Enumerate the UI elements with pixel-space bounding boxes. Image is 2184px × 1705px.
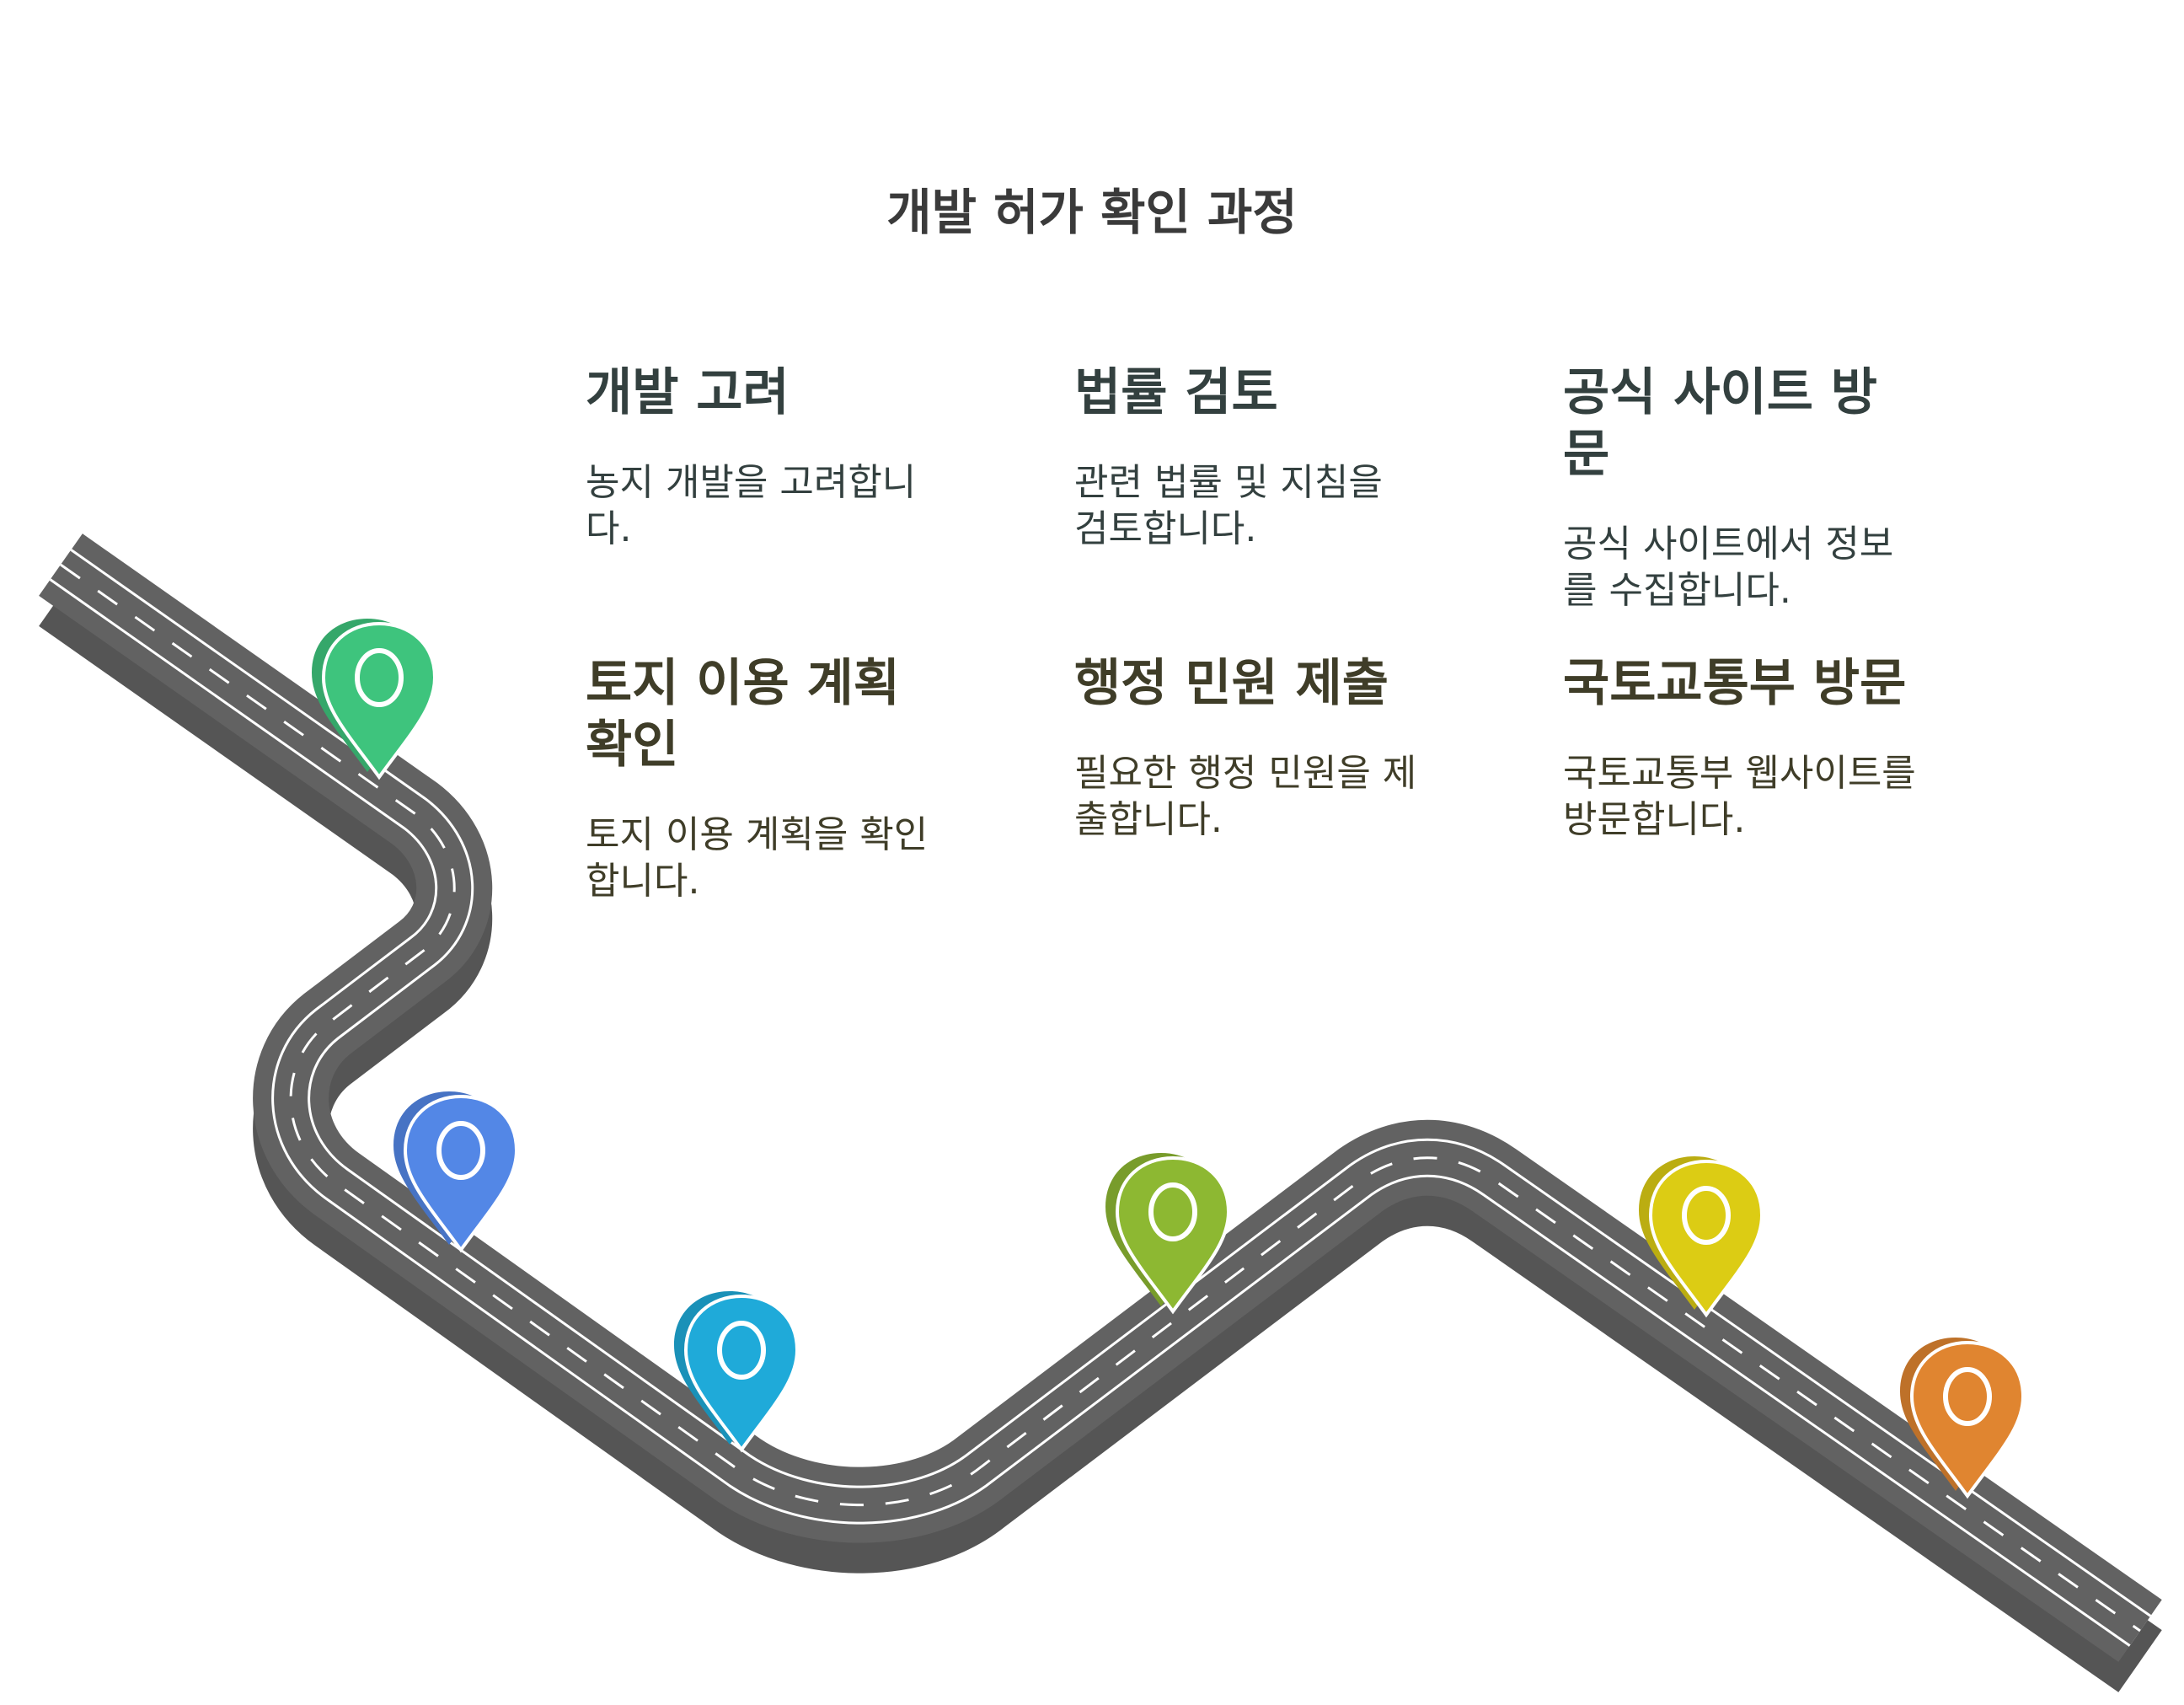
step-heading: 법률 검토	[1074, 363, 1278, 422]
step-law: 법률 검토 관련 법률 및 지침을 검토합니다.	[1074, 362, 1428, 552]
map-pin-ring	[436, 1121, 485, 1180]
map-pin-ring	[1943, 1367, 1992, 1426]
map-pin-ring	[355, 648, 404, 707]
map-pin-icon	[1639, 1156, 1764, 1318]
step-heading: 토지 이용 계획 확인	[586, 654, 900, 775]
step-heading: 국토교통부 방문	[1563, 654, 1907, 713]
step-description: 토지 이용 계획을 확인합니다.	[586, 813, 929, 903]
step-heading: 개발 고려	[586, 363, 790, 422]
step-description: 농지 개발을 고려합니다.	[586, 461, 917, 551]
map-pin-icon	[312, 619, 437, 780]
step-petition: 행정 민원 제출 필요한 행정 민원을 제출합니다.	[1074, 653, 1428, 843]
map-pin-ring	[1682, 1186, 1731, 1245]
step-site: 공식 사이트 방문 공식 사이트에서 정보를 수집합니다.	[1563, 362, 1917, 614]
step-description: 필요한 행정 민원을 제출합니다.	[1074, 752, 1417, 842]
map-pin-icon	[393, 1091, 519, 1253]
map-pin-icon	[1105, 1153, 1231, 1315]
map-pin-ring	[1148, 1182, 1197, 1241]
map-pin-body	[1115, 1155, 1231, 1315]
map-pin-icon	[1900, 1338, 2026, 1499]
map-pin-body	[683, 1294, 800, 1453]
map-pin-body	[321, 621, 437, 780]
map-pin-body	[403, 1094, 519, 1253]
step-description: 국토교통부 웹사이트를 방문합니다.	[1563, 752, 1916, 842]
map-pin-body	[1909, 1340, 2026, 1499]
step-landuse: 토지 이용 계획 확인 토지 이용 계획을 확인합니다.	[586, 653, 939, 904]
step-ministry: 국토교통부 방문 국토교통부 웹사이트를 방문합니다.	[1563, 653, 1917, 843]
step-description: 공식 사이트에서 정보를 수집합니다.	[1563, 523, 1894, 613]
map-pin-body	[1648, 1159, 1764, 1318]
step-heading: 행정 민원 제출	[1074, 654, 1389, 713]
step-heading: 공식 사이트 방문	[1563, 363, 1877, 485]
map-pin-ring	[717, 1321, 766, 1380]
step-description: 관련 법률 및 지침을 검토합니다.	[1074, 461, 1383, 551]
step-consider: 개발 고려 농지 개발을 고려합니다.	[586, 362, 939, 552]
page-title: 개발 허가 확인 과정	[886, 184, 1298, 241]
map-pin-icon	[674, 1291, 800, 1453]
